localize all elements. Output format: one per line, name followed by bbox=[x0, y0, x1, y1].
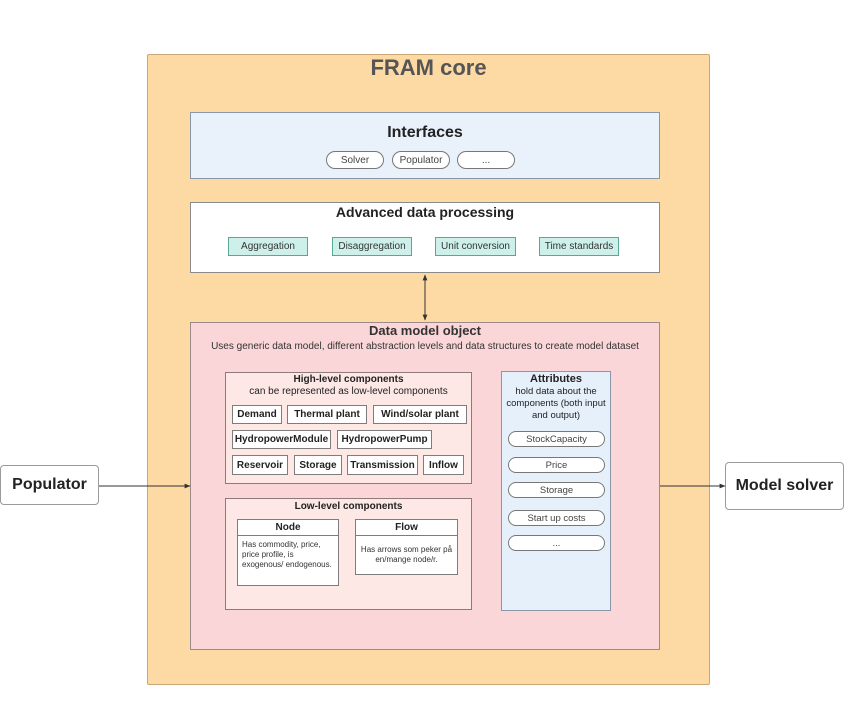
component-demand: Demand bbox=[232, 405, 282, 424]
component-reservoir: Reservoir bbox=[232, 455, 288, 475]
node-title: Node bbox=[238, 520, 338, 536]
component-hydropower-pump: HydropowerPump bbox=[337, 430, 432, 449]
component-inflow: Inflow bbox=[423, 455, 464, 475]
attribute-start-up-costs: Start up costs bbox=[508, 510, 605, 526]
component-hydropower-module: HydropowerModule bbox=[232, 430, 331, 449]
flow-title: Flow bbox=[356, 520, 457, 536]
populator-box: Populator bbox=[0, 465, 99, 505]
data-model-object-subtitle: Uses generic data model, different abstr… bbox=[211, 340, 639, 352]
interface-solver-pill: Solver bbox=[326, 151, 384, 169]
interface-more-pill: ... bbox=[457, 151, 515, 169]
interface-populator-pill: Populator bbox=[392, 151, 450, 169]
attributes-title: Attributes bbox=[530, 373, 582, 385]
attributes-description: hold data about the components (both inp… bbox=[506, 386, 606, 421]
high-level-components-subtitle: can be represented as low-level componen… bbox=[249, 386, 448, 397]
fram-core-title: FRAM core bbox=[370, 55, 487, 80]
flow-description: Has arrows som peker på en/mange node/r. bbox=[360, 545, 453, 564]
node-box: Node Has commodity, price, price profile… bbox=[237, 519, 339, 586]
time-standards-box: Time standards bbox=[539, 237, 619, 256]
component-storage: Storage bbox=[294, 455, 342, 475]
disaggregation-box: Disaggregation bbox=[332, 237, 412, 256]
component-wind-solar-plant: Wind/solar plant bbox=[373, 405, 467, 424]
aggregation-box: Aggregation bbox=[228, 237, 308, 256]
attribute-more: ... bbox=[508, 535, 605, 551]
low-level-components-title: Low-level components bbox=[294, 500, 403, 512]
data-model-object-title: Data model object bbox=[369, 323, 481, 338]
node-description: Has commodity, price, price profile, is … bbox=[242, 540, 332, 569]
unit-conversion-box: Unit conversion bbox=[435, 237, 516, 256]
flow-box: Flow Has arrows som peker på en/mange no… bbox=[355, 519, 458, 575]
model-solver-box: Model solver bbox=[725, 462, 844, 510]
component-thermal-plant: Thermal plant bbox=[287, 405, 367, 424]
attribute-stock-capacity: StockCapacity bbox=[508, 431, 605, 447]
component-transmission: Transmission bbox=[347, 455, 418, 475]
interfaces-title: Interfaces bbox=[387, 124, 463, 141]
high-level-components-title: High-level components bbox=[293, 374, 404, 385]
attribute-storage: Storage bbox=[508, 482, 605, 498]
attribute-price: Price bbox=[508, 457, 605, 473]
advanced-data-processing-title: Advanced data processing bbox=[335, 204, 515, 220]
